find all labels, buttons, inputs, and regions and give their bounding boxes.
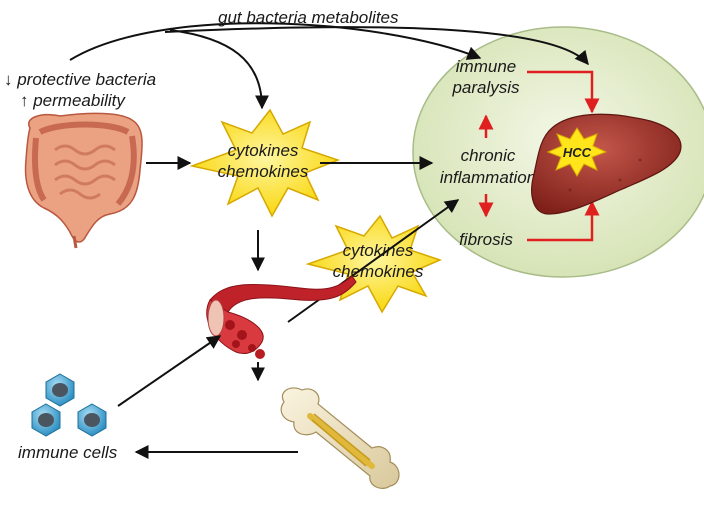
inflammation-label: inflammation	[440, 168, 536, 187]
gut-metabolites-label: gut bacteria metabolites	[218, 8, 399, 27]
permeability-label: ↑ permeability	[20, 91, 126, 110]
metabolite-arrows	[69, 22, 589, 110]
intestine-illustration	[24, 112, 143, 249]
cytokines-label-2: cytokines	[343, 241, 414, 260]
chronic-label: chronic	[461, 146, 516, 165]
chemokines-label-2: chemokines	[333, 262, 424, 281]
blood-vessel-illustration	[206, 275, 357, 359]
arrow-vessel-to-liver	[287, 199, 460, 323]
hcc-starburst: HCC	[546, 127, 608, 177]
fibrosis-label: fibrosis	[459, 230, 513, 249]
immune-label: immune	[456, 57, 516, 76]
arrow-immune-cells-to-vessel	[117, 335, 222, 407]
immune-cells-illustration	[31, 373, 107, 437]
immune-cells-label: immune cells	[18, 443, 118, 462]
cytokines-starburst-2: cytokines chemokines	[305, 214, 443, 314]
paralysis-label: paralysis	[451, 78, 520, 97]
cytokines-label-1: cytokines	[228, 141, 299, 160]
chemokines-label-1: chemokines	[218, 162, 309, 181]
hcc-label: HCC	[563, 145, 592, 160]
red-progression-arrows	[478, 70, 600, 242]
cytokines-starburst-1: cytokines chemokines	[189, 108, 341, 218]
protective-bacteria-label: ↓ protective bacteria	[4, 70, 156, 89]
bone-illustration	[280, 387, 400, 489]
